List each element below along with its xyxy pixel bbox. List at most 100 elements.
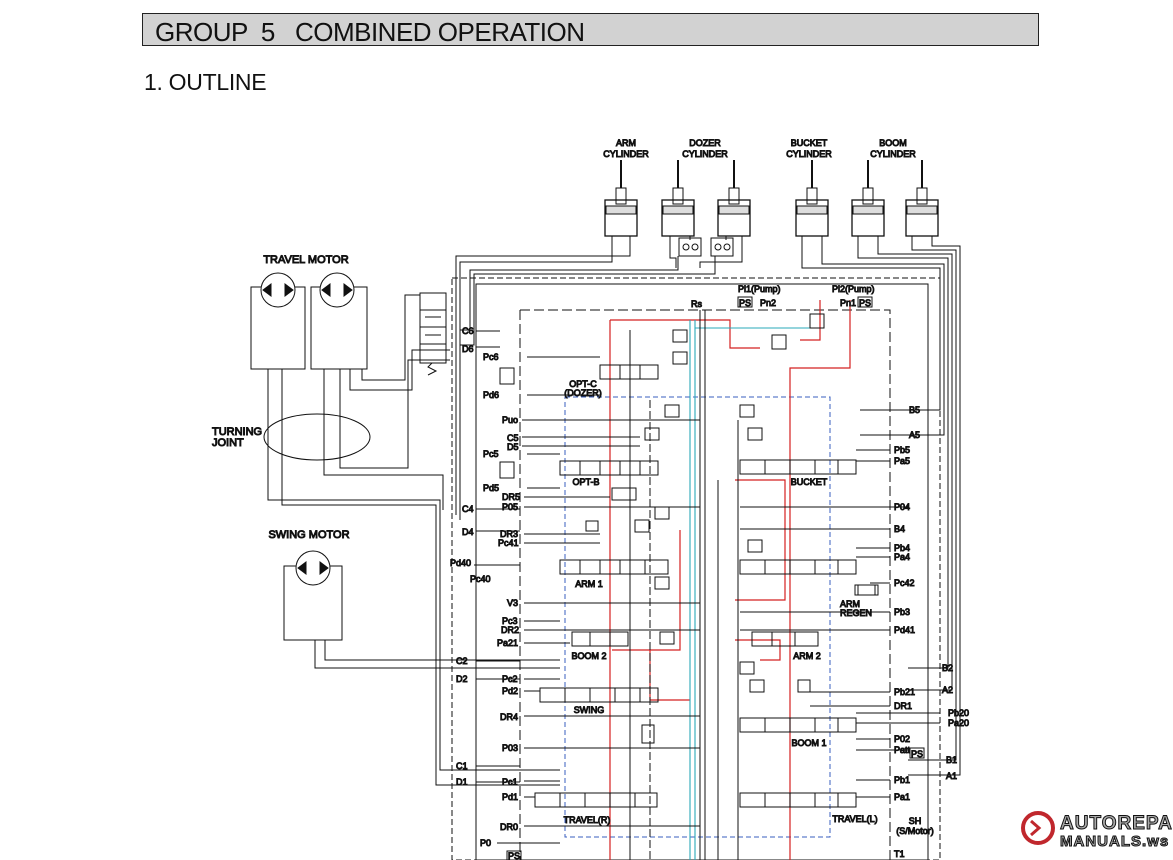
port-a5: A5: [909, 430, 920, 440]
port-d4: D4: [462, 527, 474, 537]
port-pb1: Pb1: [894, 775, 910, 785]
port-pd2: Pd2: [502, 686, 518, 696]
port-dr5: DR5: [502, 492, 520, 502]
spools-left: [534, 364, 669, 808]
boom1-label: BOOM 1: [791, 738, 826, 748]
port-pd40: Pd40: [450, 558, 471, 568]
port-pd6: Pd6: [483, 390, 499, 400]
pilot-dashed-area: [564, 396, 831, 838]
port-pc6: Pc6: [483, 352, 499, 362]
sh-label-2: (S/Motor): [896, 826, 934, 836]
port-p05: P05: [502, 502, 518, 512]
port-pc3: Pc3: [502, 616, 518, 626]
port-pa5: Pa5: [894, 456, 910, 466]
port-dr1: DR1: [894, 701, 912, 711]
port-dr3: DR3: [500, 529, 518, 539]
port-pc40: Pc40: [470, 574, 491, 584]
port-dr4: DR4: [500, 712, 518, 722]
boom-cylinder-label-2: CYLINDER: [870, 149, 916, 159]
group-title-banner: GROUP 5 COMBINED OPERATION: [142, 13, 1039, 47]
arm-cylinder-label-1: ARM: [616, 138, 636, 148]
port-pc41: Pc41: [498, 538, 519, 548]
port-d1: D1: [456, 777, 468, 787]
travel-motor-left: [250, 272, 306, 370]
dozer-cylinder-right: [717, 160, 751, 237]
arm-regen-label-1: ARM: [840, 599, 860, 609]
ps-left-label: PS: [739, 298, 751, 308]
port-pb5: Pb5: [894, 445, 910, 455]
port-b5: B5: [909, 405, 920, 415]
port-pb4: Pb4: [894, 543, 910, 553]
pi1-label: Pi1(Pump): [738, 284, 781, 294]
port-ps-patt: PS: [911, 749, 923, 759]
port-pa21: Pa21: [497, 638, 518, 648]
travel-r-label: TRAVEL(R): [564, 815, 611, 825]
port-c6: C6: [462, 326, 474, 336]
port-p0: P0: [480, 838, 491, 848]
port-puo: Puo: [502, 415, 518, 425]
right-port-leads: [740, 409, 940, 798]
pilot-lines: [689, 320, 820, 860]
boom-cylinder-label-1: BOOM: [879, 138, 907, 148]
port-b1: B1: [946, 755, 957, 765]
ps-box-patt: [909, 747, 925, 759]
port-d2: D2: [456, 674, 468, 684]
opt-c-label-2: (DOZER): [564, 388, 602, 398]
ps-box-left: [737, 296, 753, 308]
port-c4: C4: [462, 504, 474, 514]
watermark-line2: MANUALS.ws: [1060, 833, 1169, 850]
spools-right: [739, 459, 879, 808]
port-v3: V3: [507, 598, 518, 608]
watermark-line1: AUTOREPAIR: [1060, 813, 1173, 834]
port-c2: C2: [456, 656, 468, 666]
boom-cylinder-left: [851, 160, 885, 237]
turning-joint-label-1: TURNING: [212, 426, 262, 438]
port-pd41: Pd41: [894, 625, 915, 635]
port-pb3: Pb3: [894, 607, 910, 617]
arm-regen-label-2: REGEN: [840, 608, 872, 618]
travel-selector-valve: [419, 292, 447, 376]
turning-joint-ellipse: [263, 413, 371, 461]
sh-label-1: SH: [909, 816, 922, 826]
port-pd5: Pd5: [483, 483, 499, 493]
bucket-cylinder-label-2: CYLINDER: [786, 149, 832, 159]
ps-right-label: PS: [859, 298, 871, 308]
port-pc2: Pc2: [502, 674, 518, 684]
rs-label: Rs: [691, 299, 702, 309]
swing-motor: [283, 550, 343, 641]
arm2-label: ARM 2: [793, 651, 821, 661]
port-pc5: Pc5: [483, 449, 499, 459]
arm-cylinder-label-2: CYLINDER: [603, 149, 649, 159]
mcv-outer-dashed: [451, 277, 941, 860]
bucket-label: BUCKET: [791, 477, 828, 487]
dozer-cylinder-left: [661, 160, 695, 237]
port-c5: C5: [507, 433, 519, 443]
port-d5: D5: [507, 442, 519, 452]
bucket-cylinder-label-1: BUCKET: [791, 138, 828, 148]
port-ps-bottom: PS: [508, 851, 520, 860]
opt-c-label-1: OPT-C: [569, 379, 597, 389]
port-b2: B2: [942, 663, 953, 673]
travel-l-label: TRAVEL(L): [832, 814, 877, 824]
port-p03: P03: [502, 743, 518, 753]
port-patt: Patt: [894, 745, 911, 755]
port-p04: P04: [894, 502, 910, 512]
swing-motor-label: SWING MOTOR: [268, 529, 349, 541]
ps-box-bottom: [506, 850, 522, 860]
center-passages: [629, 310, 739, 860]
port-a2: A2: [942, 685, 953, 695]
check-valves: [499, 313, 876, 744]
port-pc1: Pc1: [502, 777, 518, 787]
bucket-cylinder: [795, 160, 829, 237]
mcv-inner-line: [475, 283, 929, 860]
boom2-label: BOOM 2: [571, 651, 606, 661]
boom-cylinder-right: [905, 160, 939, 237]
port-pd1: Pd1: [502, 792, 518, 802]
turning-joint-label-2: JOINT: [212, 437, 244, 449]
port-b4: B4: [894, 524, 905, 534]
port-pa20: Pa20: [948, 718, 969, 728]
port-a1: A1: [946, 771, 957, 781]
travel-motor-right: [310, 272, 368, 370]
port-p02: P02: [894, 734, 910, 744]
